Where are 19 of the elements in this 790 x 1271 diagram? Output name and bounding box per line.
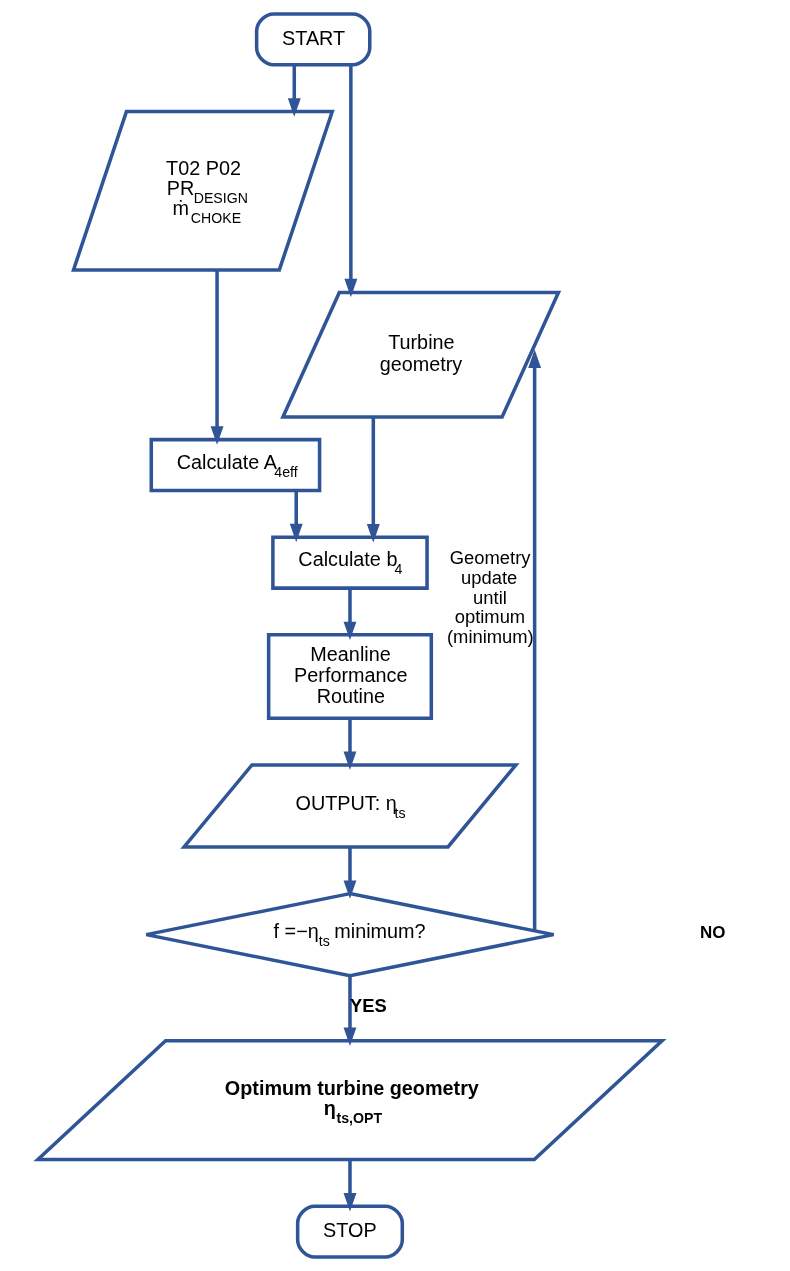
arrow bbox=[343, 975, 357, 1046]
node-box: Meanline Performance Routine bbox=[266, 633, 434, 720]
node-box: Calculate b$_{4}$ bbox=[271, 535, 429, 590]
arrow bbox=[210, 270, 224, 445]
arrow bbox=[343, 1159, 357, 1212]
arrow bbox=[287, 65, 301, 117]
arrow bbox=[343, 847, 357, 899]
arrow bbox=[343, 588, 357, 641]
arrow bbox=[528, 349, 542, 931]
node-box: Calculate A$_{4eff}$ bbox=[149, 437, 322, 493]
node-box: START bbox=[254, 12, 372, 67]
arrow bbox=[343, 718, 357, 770]
label: NO bbox=[700, 922, 726, 942]
arrow bbox=[366, 417, 380, 543]
arrow bbox=[289, 490, 303, 543]
node-box: STOP bbox=[295, 1204, 405, 1259]
edge-label: Geometry update until optimum (minimum) bbox=[446, 546, 534, 648]
arrow bbox=[344, 65, 358, 298]
node-diamond: f =−η$_{ts}$ minimum? bbox=[144, 891, 556, 978]
